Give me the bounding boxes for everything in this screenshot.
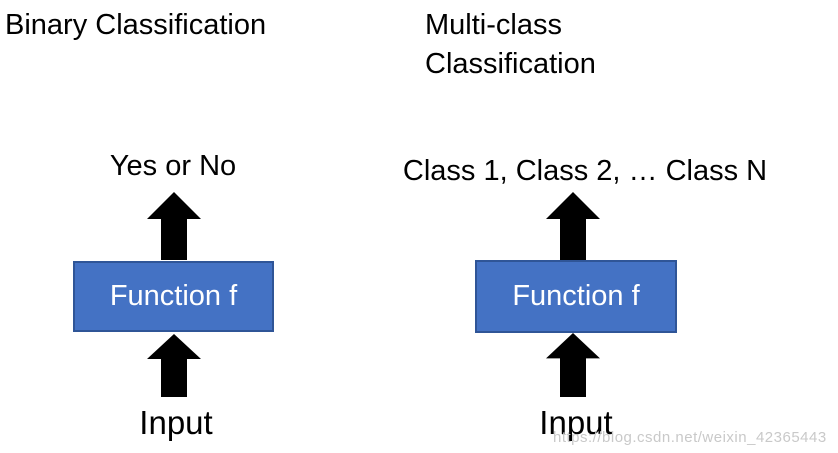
binary-output-label: Yes or No (109, 150, 237, 182)
multiclass-output-up-arrow-icon (546, 192, 600, 260)
multiclass-input-up-arrow-icon (546, 333, 600, 397)
multiclass-function-label: Function f (512, 280, 640, 312)
binary-output-up-arrow-icon (147, 192, 201, 260)
binary-input-label: Input (139, 404, 213, 441)
multiclass-classification-title: Multi-class Classification (425, 9, 596, 80)
binary-function-box: Function f (73, 261, 274, 332)
binary-input-up-arrow-icon (147, 334, 201, 397)
multiclass-input-label: Input (539, 404, 613, 441)
binary-classification-title: Binary Classification (5, 9, 267, 41)
binary-function-label: Function f (109, 280, 238, 312)
multiclass-function-box: Function f (475, 260, 677, 333)
watermark-url: https://blog.csdn.net/weixin_42365443 (553, 429, 827, 446)
multiclass-output-label: Class 1, Class 2, … Class N (402, 155, 768, 187)
